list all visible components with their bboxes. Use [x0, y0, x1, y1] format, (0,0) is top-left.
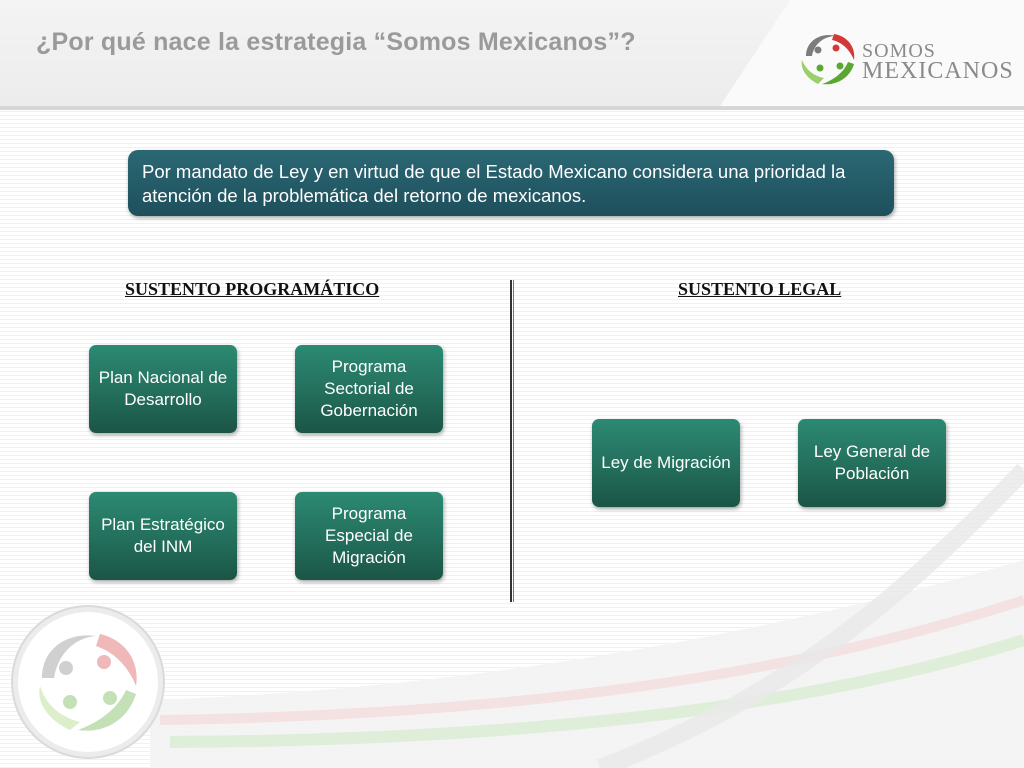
seal-logo-icon — [39, 634, 137, 731]
logo-text-somos: SOMOS — [862, 40, 936, 62]
section-title-programatico: SUSTENTO PROGRAMÁTICO — [125, 279, 380, 299]
box-plan-estrategico-inm: Plan Estratégico del INM — [89, 492, 237, 580]
logo-text-mexicanos: MEXICANOS — [862, 58, 1014, 84]
header-divider — [0, 106, 1024, 110]
mandate-banner: Por mandato de Ley y en virtud de que el… — [128, 150, 894, 216]
somos-mexicanos-logo-icon — [801, 34, 855, 85]
box-programa-especial-migracion: Programa Especial de Migración — [295, 492, 443, 580]
box-ley-migracion: Ley de Migración — [592, 419, 740, 507]
box-programa-sectorial-gobernacion: Programa Sectorial de Gobernación — [295, 345, 443, 433]
page-title: ¿Por qué nace la estrategia “Somos Mexic… — [36, 28, 636, 56]
section-title-legal: SUSTENTO LEGAL — [678, 279, 842, 299]
seal-logo — [18, 612, 158, 752]
somos-mexicanos-logo: SOMOS MEXICANOS — [796, 26, 1013, 92]
box-plan-nacional-desarrollo: Plan Nacional de Desarrollo — [89, 345, 237, 433]
box-ley-general-poblacion: Ley General de Población — [798, 419, 946, 507]
section-divider — [510, 280, 514, 602]
